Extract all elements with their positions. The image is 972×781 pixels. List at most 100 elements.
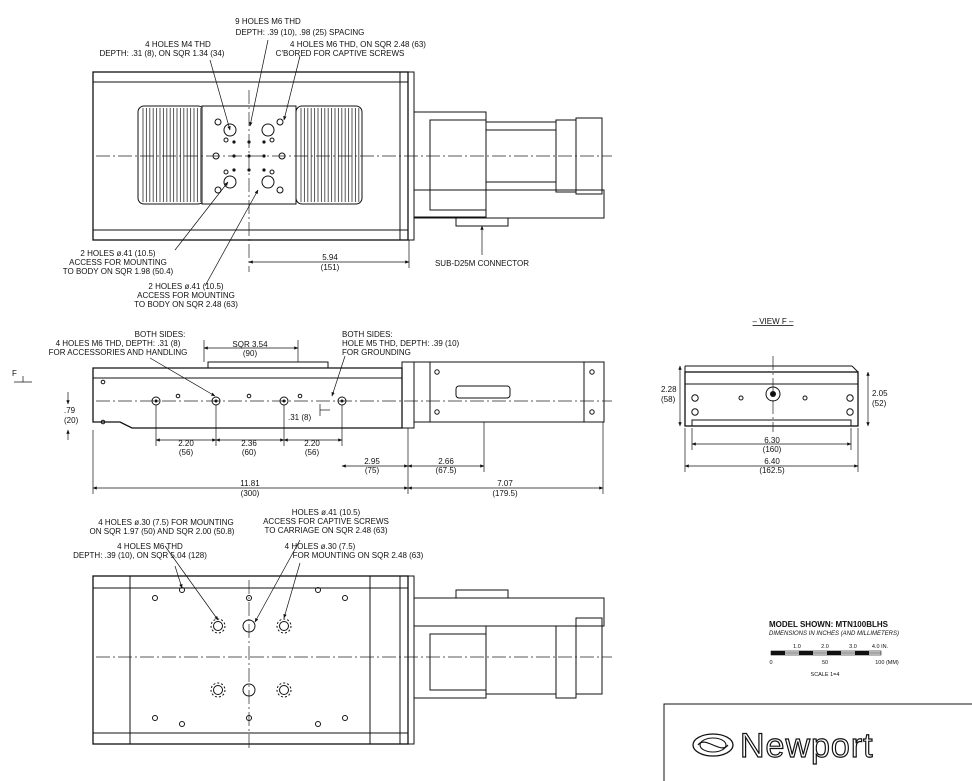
bottom-view [92,539,612,748]
bottom-41-line3: TO CARRIAGE ON SQR 2.48 (63) [265,526,388,535]
mount-hole [246,595,252,601]
callout-9holes-line1: 9 HOLES M6 THD [235,17,301,26]
dim-236-mm: (60) [242,448,257,457]
svg-text:(67.5): (67.5) [436,466,457,475]
svg-text:4 HOLES M4 THD: 4 HOLES M4 THD [145,40,211,49]
side-left-line1: BOTH SIDES: [135,330,186,339]
mount-hole [223,123,237,137]
view-f-small-hole [738,395,744,401]
svg-text:SCALE 1=4: SCALE 1=4 [811,672,840,678]
svg-text:(20): (20) [64,416,79,425]
svg-text:11.81: 11.81 [240,479,260,488]
bellows-right [295,105,363,205]
svg-text:(60): (60) [242,448,257,457]
dim-79-mm: (20) [64,416,79,425]
small-hole [175,393,181,399]
svg-text:0: 0 [769,660,772,666]
svg-text:TO CARRIAGE ON SQR 2.48 (63): TO CARRIAGE ON SQR 2.48 (63) [265,526,388,535]
svg-text:BOTH SIDES:: BOTH SIDES: [135,330,186,339]
callout-198-line2: ACCESS FOR MOUNTING [69,258,167,267]
title-block [663,703,972,781]
dim-sqr354-mm: (90) [243,349,258,358]
in-tick-1: 1.0 [793,644,801,650]
bottom-430-line2: ON SQR 1.97 (50) AND SQR 2.00 (50.8) [90,527,235,536]
thread-hole [214,118,222,126]
svg-text:2.36: 2.36 [241,439,257,448]
svg-text:FOR MOUNTING ON SQR 2.48 (63): FOR MOUNTING ON SQR 2.48 (63) [293,551,424,560]
svg-text:MODEL SHOWN: MTN100BLHS: MODEL SHOWN: MTN100BLHS [769,620,889,629]
side-right-line3: FOR GROUNDING [342,348,411,357]
dim-220b-mm: (56) [305,448,320,457]
view-f-hole [846,408,854,416]
svg-text:HOLES ø.41 (10.5): HOLES ø.41 (10.5) [292,508,361,517]
callout-m6-cbore-line2: C'BORED FOR CAPTIVE SCREWS [276,49,405,58]
bottom-41-line1: HOLES ø.41 (10.5) [292,508,361,517]
svg-text:5.94: 5.94 [322,253,338,262]
svg-text:(56): (56) [305,448,320,457]
mount-hole [261,175,275,189]
dim-228-mm: (58) [661,395,676,404]
mount-hole [315,721,321,727]
captive-hole [210,682,226,698]
dim-205: 2.05 [872,389,888,398]
thread-hole [276,186,284,194]
svg-text:ACCESS FOR CAPTIVE SCREWS: ACCESS FOR CAPTIVE SCREWS [263,517,389,526]
dim-205-mm: (52) [872,399,887,408]
model-shown: MODEL SHOWN: MTN100BLHS [769,620,889,629]
svg-text:HOLE M5 THD, DEPTH: .39 (10): HOLE M5 THD, DEPTH: .39 (10) [342,339,460,348]
dim-707-mm: (179.5) [492,489,518,498]
bottom-248-line2: FOR MOUNTING ON SQR 2.48 (63) [293,551,424,560]
callout-198-line3: TO BODY ON SQR 1.98 (50.4) [63,267,174,276]
m6-hole [232,140,236,144]
svg-text:4.0 IN.: 4.0 IN. [872,644,889,650]
top-view [92,39,612,287]
captive-hole [276,618,292,634]
svg-text:2 HOLES ø.41 (10.5): 2 HOLES ø.41 (10.5) [148,282,223,291]
in-tick-3: 3.0 [849,644,857,650]
svg-text:9 HOLES M6 THD: 9 HOLES M6 THD [235,17,301,26]
svg-text:ON SQR 1.97 (50) AND SQR 2.00: ON SQR 1.97 (50) AND SQR 2.00 (50.8) [90,527,235,536]
callout-248-line3: TO BODY ON SQR 2.48 (63) [134,300,238,309]
motor-side [413,361,605,423]
svg-text:6.40: 6.40 [764,457,780,466]
bottom-248-line1: 4 HOLES ø.30 (7.5) [285,542,356,551]
mm-tick-100: 100 (MM) [875,660,899,666]
side-left-line2: 4 HOLES M6 THD, DEPTH: .31 (8) [56,339,181,348]
svg-text:6.30: 6.30 [764,436,780,445]
m4-hole [223,137,229,143]
svg-text:4 HOLES M6 THD, DEPTH: .31 (8): 4 HOLES M6 THD, DEPTH: .31 (8) [56,339,181,348]
bottom-m6-line1: 4 HOLES M6 THD [117,542,183,551]
callout-m4-line2: DEPTH: .31 (8), ON SQR 1.34 (34) [100,49,225,58]
bellows-left [137,105,205,205]
dim-640: 6.40 [764,457,780,466]
motor-bottom [413,589,605,699]
svg-text:DEPTH: .39 (10), .98 (25) SPAC: DEPTH: .39 (10), .98 (25) SPACING [236,28,365,37]
svg-text:(300): (300) [241,489,260,498]
dim-594-mm: (151) [321,263,340,272]
view-f-hole [691,408,699,416]
m6-hole [262,168,266,172]
svg-text:4 HOLES ø.30 (7.5): 4 HOLES ø.30 (7.5) [285,542,356,551]
brand-name: Newport [740,727,874,765]
svg-text:(52): (52) [872,399,887,408]
side-left-line3: FOR ACCESSORIES AND HANDLING [49,348,188,357]
svg-text:FOR ACCESSORIES AND HANDLING: FOR ACCESSORIES AND HANDLING [49,348,188,357]
dim-266: 2.66 [438,457,454,466]
svg-text:2.20: 2.20 [304,439,320,448]
svg-text:4 HOLES M6 THD: 4 HOLES M6 THD [117,542,183,551]
dim-630: 6.30 [764,436,780,445]
svg-text:2.66: 2.66 [438,457,454,466]
m4-hole [269,137,275,143]
view-f-arrow-label: F [12,369,17,378]
motor-screw [434,369,440,375]
dim-79: .79 [64,406,76,415]
motor-screw [589,409,595,415]
small-hole [100,419,106,425]
svg-text:.79: .79 [64,406,76,415]
sub-d25-connector [455,385,511,399]
stage-body-side [92,367,403,429]
dim-594: 5.94 [322,253,338,262]
svg-text:(160): (160) [763,445,782,454]
in-tick-4: 4.0 IN. [872,644,889,650]
